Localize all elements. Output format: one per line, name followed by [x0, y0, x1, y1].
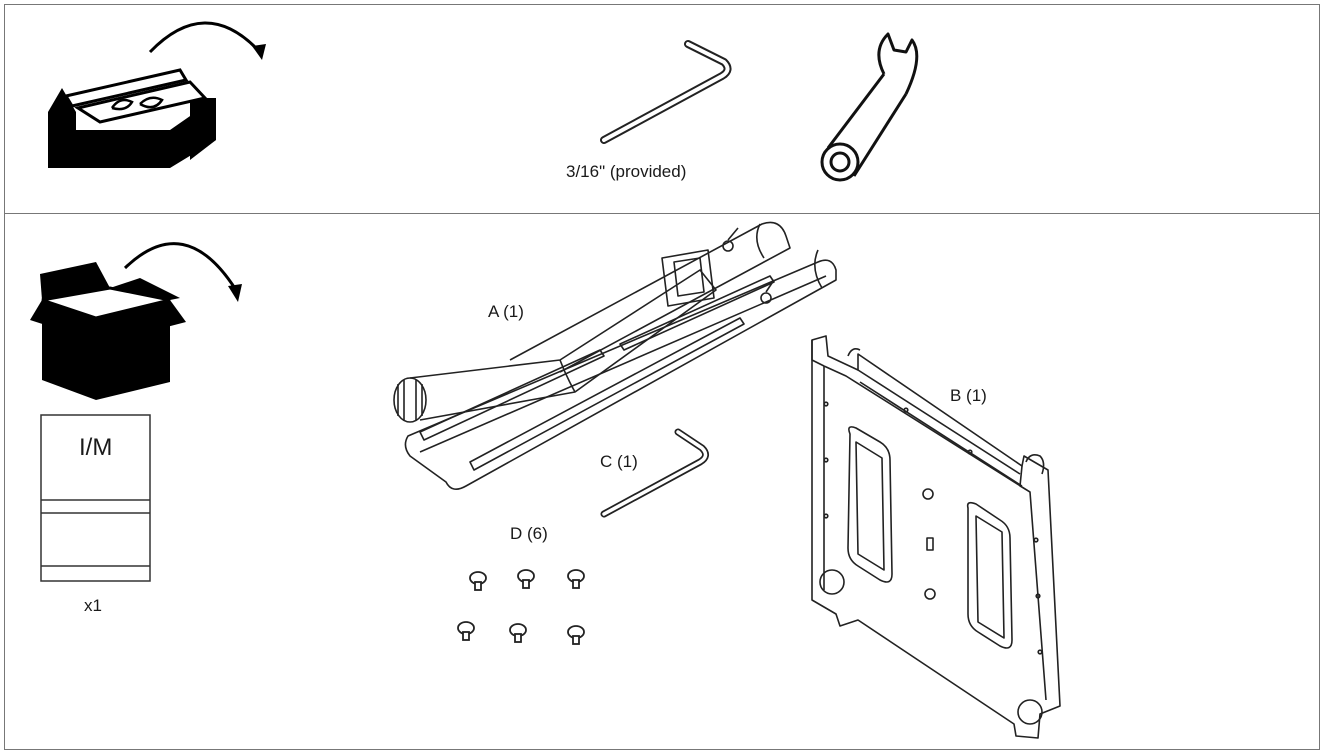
hex-key-size-label: 3/16" (provided)	[566, 162, 687, 181]
toolbox-icon	[48, 21, 266, 168]
part-d-label: D (6)	[510, 524, 548, 543]
hex-key-tool-icon	[600, 40, 732, 144]
part-a-label: A (1)	[488, 302, 524, 321]
manual-booklet-icon	[40, 414, 151, 582]
manual-quantity-label: x1	[84, 596, 102, 615]
part-d-screws	[457, 569, 585, 645]
part-c-label: C (1)	[600, 452, 638, 471]
part-a-pole-arm	[393, 221, 837, 490]
section-divider	[4, 213, 1320, 214]
part-b-wall-plate	[811, 335, 1061, 739]
manual-label: I/M	[79, 434, 113, 461]
open-box-icon	[30, 242, 242, 400]
wrench-icon	[820, 32, 919, 182]
diagram-frame	[4, 4, 1320, 750]
part-c-hex-key	[600, 428, 709, 518]
part-b-label: B (1)	[950, 386, 987, 405]
